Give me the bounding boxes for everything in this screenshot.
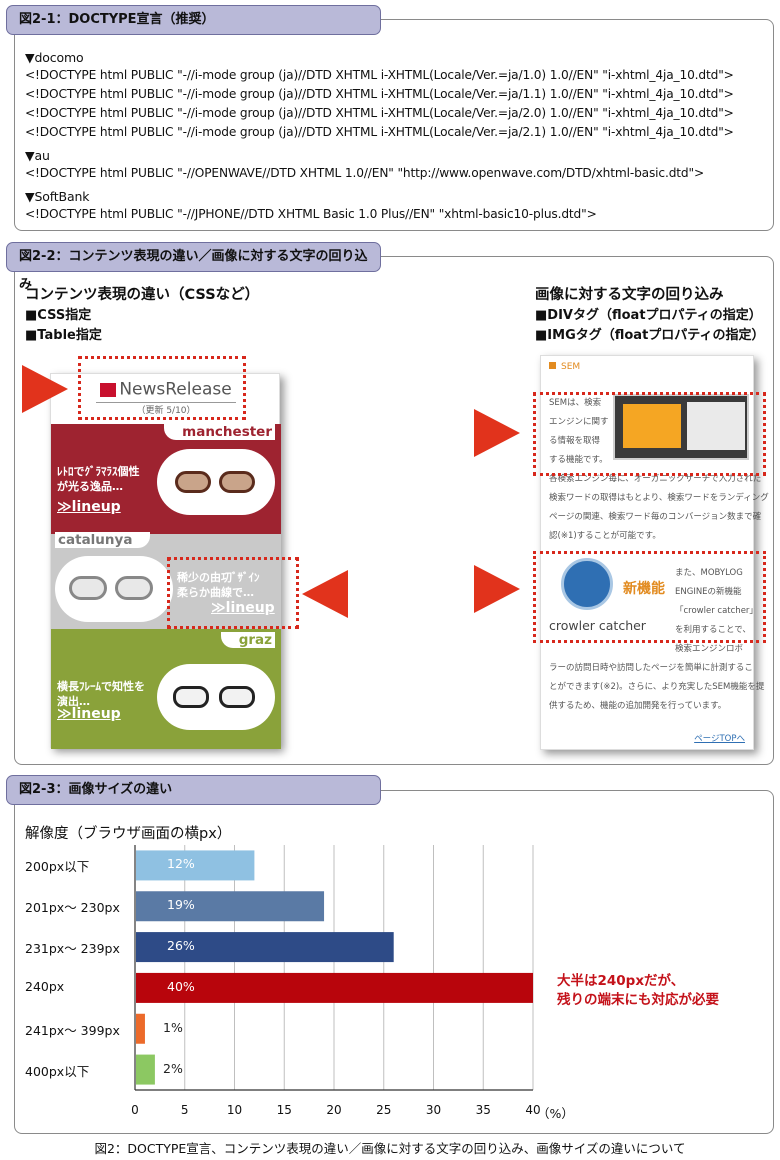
highlight-catalunya — [167, 557, 299, 629]
docomo-line-3: <!DOCTYPE html PUBLIC "-//i-mode group (… — [25, 106, 734, 120]
sem-header: SEM — [549, 362, 580, 372]
side-line-4: を利用することで、 — [675, 625, 751, 635]
chart-title: 解像度（ブラウザ画面の横px） — [25, 826, 232, 842]
left-section-title: コンテンツ表現の違い（CSSなど） — [25, 287, 260, 303]
tick-label: 40 — [525, 1103, 541, 1117]
category-label: 241px～ 399px — [25, 1022, 120, 1038]
sem-line-8: 認(※1)することが可能です。 — [549, 531, 661, 541]
data-label: 19% — [167, 897, 195, 913]
glasses-icon — [175, 471, 211, 493]
data-label: 2% — [163, 1060, 183, 1076]
au-line: <!DOCTYPE html PUBLIC "-//OPENWAVE//DTD … — [25, 166, 705, 180]
arrow-right-2-icon — [474, 409, 520, 457]
body-line-3: 供するため、機能の追加開発を行っています。 — [549, 701, 727, 711]
newsrelease-logo: NewsRelease （更新 5/10） — [96, 379, 236, 416]
chart-note: 大半は240pxだが、残りの端末にも対応が必要 — [557, 973, 719, 1008]
tick-label: 20 — [326, 1103, 342, 1117]
arrow-right-1-icon — [22, 365, 68, 413]
docomo-label: ▼docomo — [25, 50, 84, 65]
doctype-panel — [14, 19, 774, 231]
crawler-logo: 新機能 crowler catcher — [547, 558, 675, 638]
band-graz-text: 横長ﾌﾚｰﾑで知性を演出… — [57, 680, 145, 708]
sem-line-1: SEMは、検索 — [549, 398, 602, 408]
band-manchester-lineup[interactable]: ≫lineup — [57, 499, 121, 515]
band-catalunya-text: 稀少の由㓛ﾞｻﾞｲﾝ柔らか曲線で… — [177, 571, 260, 599]
au-label: ▼au — [25, 148, 50, 163]
category-label: 200px以下 — [25, 859, 90, 875]
page-top-link[interactable]: ページTOPへ — [694, 734, 745, 744]
softbank-line: <!DOCTYPE html PUBLIC "-//JPHONE//DTD XH… — [25, 207, 597, 221]
left-item-css: CSS指定 — [25, 304, 91, 323]
category-label: 231px～ 239px — [25, 941, 120, 957]
sem-line-5: 各検索エンジン毎に、オーガニックサーチで入力された — [549, 474, 762, 484]
category-label: 201px～ 230px — [25, 900, 120, 916]
highlight-logo — [78, 356, 246, 420]
right-item-img: IMGタグ（floatプロパティの指定） — [535, 324, 764, 343]
sem-line-2: エンジンに関す — [549, 417, 609, 427]
data-label: 12% — [167, 856, 195, 872]
sem-line-3: る情報を取得 — [549, 436, 601, 446]
body-line-2: とができます(※2)。さらに、より充実したSEM機能を提 — [549, 682, 765, 692]
phone-mockup: NewsRelease （更新 5/10） manchester ﾚﾄﾛでｸﾞﾗ… — [50, 373, 281, 749]
glasses-image-2 — [55, 556, 173, 622]
glasses-image-1 — [157, 449, 275, 515]
tick-label: 10 — [226, 1103, 243, 1117]
side-line-2: ENGINEの新機能 — [675, 587, 742, 597]
right-section-title: 画像に対する文字の回り込み — [535, 287, 724, 303]
docomo-line-2: <!DOCTYPE html PUBLIC "-//i-mode group (… — [25, 87, 734, 101]
highlight-div-float — [533, 392, 766, 476]
category-label: 240px — [25, 978, 65, 994]
side-line-5: 検索エンジンロボ — [675, 644, 744, 654]
band-graz-lineup[interactable]: ≫lineup — [57, 706, 121, 722]
side-line-3: 「crowler catcher」 — [675, 606, 758, 616]
band-manchester-text: ﾚﾄﾛでｸﾞﾗﾏﾗｽ個性が光る逸品… — [57, 465, 140, 493]
left-item-table: Table指定 — [25, 324, 102, 343]
image-size-tab: 図2-3：画像サイズの違い — [6, 775, 381, 805]
arrow-right-3-icon — [474, 565, 520, 613]
data-label: 40% — [167, 978, 195, 994]
band-catalunya-lineup[interactable]: ≫lineup — [211, 600, 275, 616]
tick-label: 15 — [276, 1103, 292, 1117]
band-manchester-label: manchester — [164, 424, 275, 440]
data-label: 1% — [163, 1019, 183, 1035]
glasses-image-3 — [157, 664, 275, 730]
x-axis-unit: （%） — [537, 1106, 574, 1121]
docomo-line-1: <!DOCTYPE html PUBLIC "-//i-mode group (… — [25, 68, 734, 82]
sem-line-4: する機能です。 — [549, 455, 608, 465]
body-line-1: ラーの訪問日時や訪問したページを簡単に計測するこ — [549, 663, 753, 673]
softbank-label: ▼SoftBank — [25, 189, 90, 204]
band-graz-label: graz — [220, 632, 275, 648]
content-tab: 図2-2：コンテンツ表現の違い／画像に対する文字の回り込み — [6, 242, 381, 292]
sem-line-7: ページの関連、検索ワード毎のコンバージョン数まで確 — [549, 512, 762, 522]
sem-line-6: 検索ワードの取得はもとより、検索ワードをランディング — [549, 493, 769, 503]
tick-label: 5 — [180, 1103, 189, 1117]
figure-caption: 図2：DOCTYPE宣言、コンテンツ表現の違い／画像に対する文字の回り込み、画像… — [94, 1141, 686, 1156]
side-line-1: また、MOBYLOG — [675, 568, 743, 578]
screenshot-thumb — [613, 394, 749, 460]
highlight-img-float — [533, 551, 766, 643]
glasses-icon — [173, 686, 209, 708]
doctype-tab: 図2-1：DOCTYPE宣言（推奨） — [6, 5, 381, 35]
tick-label: 25 — [376, 1103, 392, 1117]
category-label: 400px以下 — [25, 1063, 90, 1079]
right-item-div: DIVタグ（floatプロパティの指定） — [535, 304, 761, 323]
tick-label: 35 — [475, 1103, 491, 1117]
logo-mark-icon — [100, 382, 117, 397]
tick-label: 0 — [131, 1103, 139, 1117]
docomo-line-4: <!DOCTYPE html PUBLIC "-//i-mode group (… — [25, 125, 734, 139]
glasses-icon — [69, 576, 107, 600]
square-icon — [549, 362, 556, 369]
tick-label: 30 — [425, 1103, 442, 1117]
globe-icon — [561, 558, 613, 610]
data-label: 26% — [167, 938, 195, 954]
band-catalunya-label: catalunya — [55, 532, 151, 548]
arrow-left-icon — [302, 570, 348, 618]
